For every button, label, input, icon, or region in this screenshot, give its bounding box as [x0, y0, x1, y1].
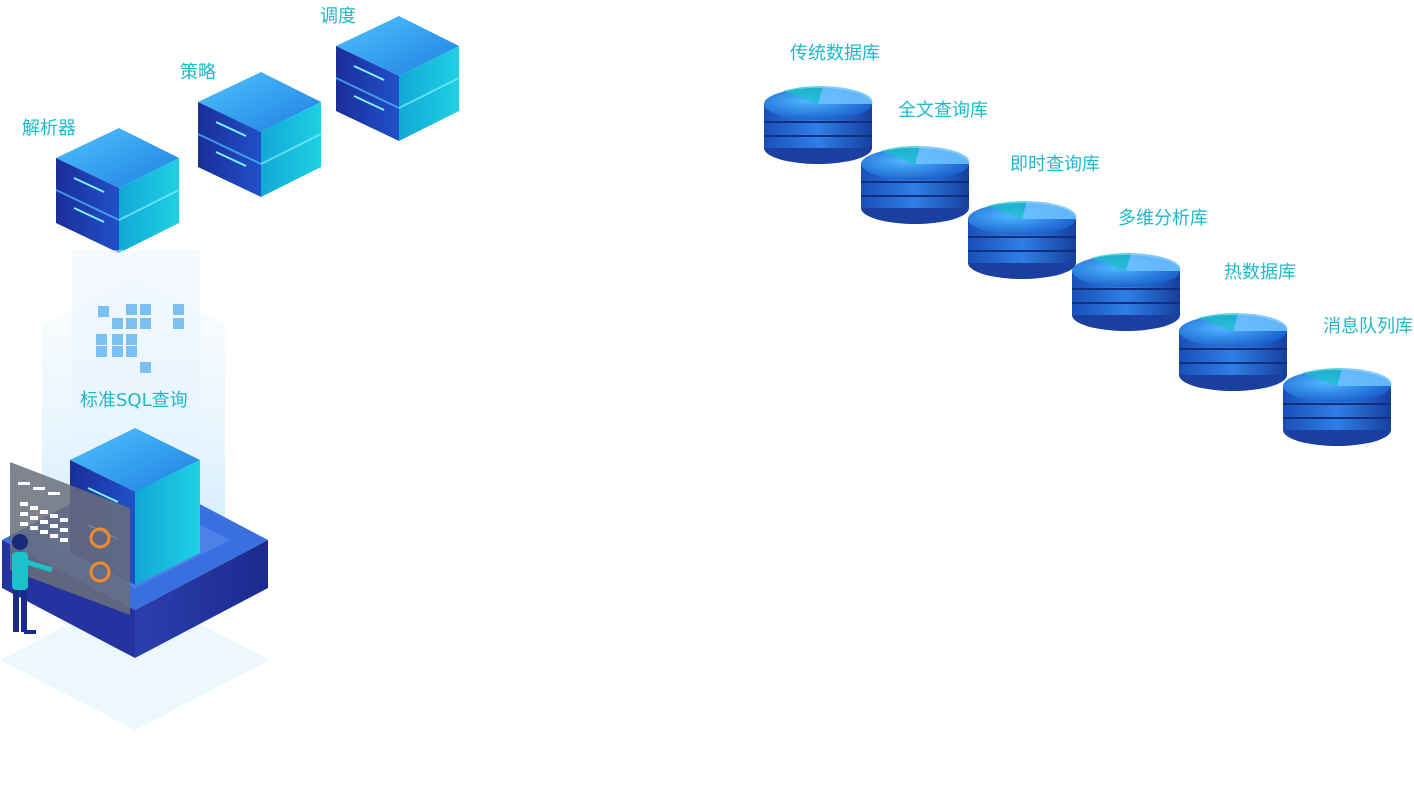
db-label-instant: 即时查询库: [1010, 154, 1100, 175]
sql-query-label: 标准SQL查询: [80, 390, 188, 411]
db-label-olap: 多维分析库: [1118, 208, 1208, 229]
server-label-scheduler: 调度: [320, 6, 356, 27]
database-icon-instant: [967, 193, 1082, 283]
database-icon-olap: [1071, 245, 1186, 335]
server-icon-scheduler: [334, 16, 464, 146]
db-label-traditional: 传统数据库: [790, 43, 880, 64]
server-icon-parser: [54, 128, 184, 258]
db-label-hot: 热数据库: [1224, 262, 1296, 283]
db-label-mq: 消息队列库: [1323, 316, 1413, 337]
server-icon-strategy: [196, 72, 326, 202]
database-icon-traditional: [763, 78, 878, 168]
sql-platform-illustration: [0, 240, 280, 760]
server-label-strategy: 策略: [180, 62, 216, 83]
database-icon-fulltext: [860, 138, 975, 228]
db-label-fulltext: 全文查询库: [898, 100, 988, 121]
server-label-parser: 解析器: [22, 118, 76, 139]
database-icon-mq: [1282, 360, 1397, 450]
database-icon-hot: [1178, 305, 1293, 395]
